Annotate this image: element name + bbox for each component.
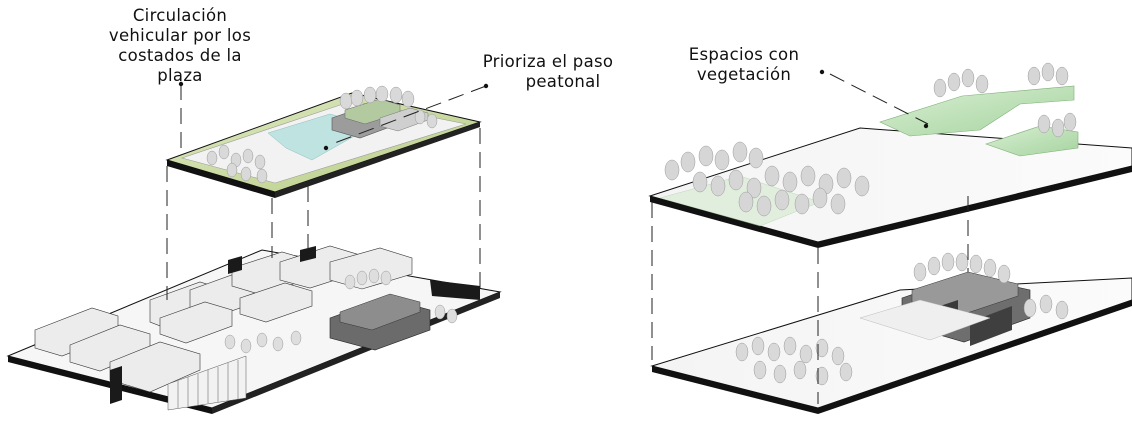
lower-heritage-building	[329, 293, 431, 351]
dot-vegetacion	[819, 69, 825, 75]
right-upper-layer	[648, 62, 1132, 248]
leader-peatonal	[331, 85, 487, 145]
left-upper-layer	[165, 85, 482, 198]
annotation-vehicular-line-3: costados de la	[118, 46, 242, 65]
vegetation-floating-1	[879, 85, 1075, 137]
leader-vegetacion	[829, 73, 929, 125]
left-lower-layer	[6, 245, 502, 414]
city-blocks	[34, 245, 413, 393]
annotation-vehicular-line-4: plaza	[157, 66, 203, 85]
lower-trees	[224, 268, 458, 354]
annotation-vehicular-circulation: Circulación vehicular por los costados d…	[95, 6, 265, 86]
annotation-dots	[178, 69, 929, 151]
right-lower-trees	[735, 252, 1069, 386]
annotation-leaders	[331, 73, 929, 145]
right-upper-trees	[664, 62, 1077, 217]
right-lower-layer	[650, 252, 1132, 414]
upper-trees	[206, 85, 438, 184]
annotation-peatonal-line-1: Prioriza el paso	[482, 52, 614, 71]
right-lower-plaza	[859, 299, 991, 341]
right-lower-slab-edge-right	[818, 300, 1132, 414]
right-upper-slab-edge-left	[650, 196, 818, 248]
annotation-vegetation-spaces: Espacios con vegetación	[682, 45, 806, 85]
annotation-vehicular-line-2: vehicular por los	[108, 26, 252, 45]
left-projection-lines	[166, 84, 481, 300]
upper-slab-edge-left	[167, 160, 275, 198]
dot-plaza-center	[323, 145, 329, 151]
dark-blocks	[110, 246, 480, 404]
annotation-peatonal-line-2: peatonal	[525, 72, 601, 91]
right-lower-slab-edge-left	[652, 366, 818, 414]
dot-peatonal	[483, 83, 489, 89]
annotation-pedestrian-priority: Prioriza el paso peatonal	[470, 52, 626, 92]
annotation-vegetacion-line-2: vegetación	[696, 65, 792, 84]
annotation-vegetacion-line-1: Espacios con	[688, 45, 800, 64]
upper-slab-edge-right	[275, 122, 480, 198]
dot-vehicular	[178, 81, 184, 87]
dot-vegetation-zone	[923, 123, 929, 129]
annotation-vehicular-line-1: Circulación	[132, 6, 228, 25]
glass-facade	[167, 355, 247, 411]
right-upper-slab-edge-right	[818, 166, 1132, 248]
right-projection-lines	[651, 196, 969, 404]
